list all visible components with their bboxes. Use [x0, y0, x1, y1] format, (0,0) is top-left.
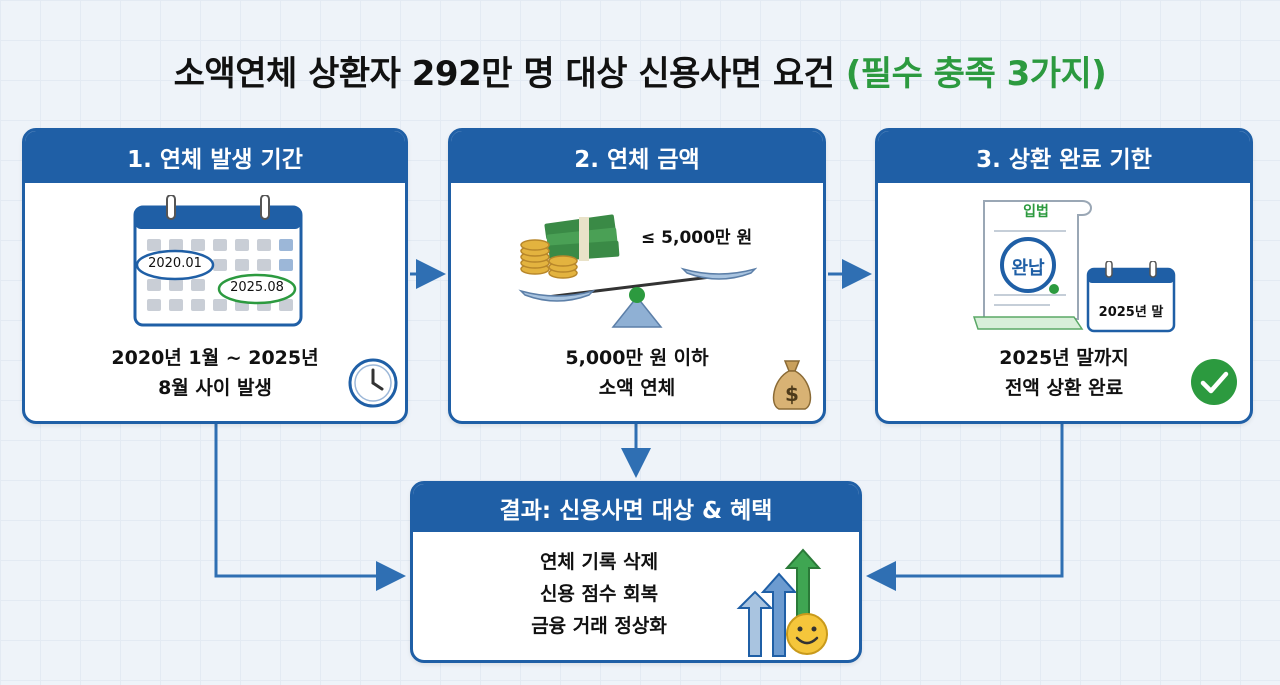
arrow-up-icon: [760, 572, 798, 657]
money-bag-icon: $: [772, 360, 812, 410]
desc-line: 전액 상환 완료: [1004, 377, 1124, 399]
coins-icon: [520, 239, 578, 279]
calendar-label-end: 2025.08: [230, 280, 284, 295]
title-accent: (필수 충족 3가지): [845, 54, 1107, 94]
desc-line: 2020년 1월 ~ 2025년: [111, 347, 319, 369]
benefit-list: 연체 기록 삭제 신용 점수 회복 금융 거래 정상화: [449, 546, 749, 642]
arrow-card1-to-result: [214, 424, 406, 591]
card-amount: 2. 연체 금액 ≤ 5,000만 원: [448, 128, 826, 424]
money-scale-icon: [518, 214, 757, 328]
card-header: 2. 연체 금액: [451, 131, 823, 183]
clock-icon: [348, 358, 398, 408]
calendar-label: 2025년 말: [1098, 305, 1164, 320]
desc-line: 2025년 말까지: [999, 347, 1129, 369]
calendar-small-icon: [1086, 261, 1176, 333]
card-header: 1. 연체 발생 기간: [25, 131, 405, 183]
calendar-label-start: 2020.01: [148, 256, 202, 271]
benefit-item: 신용 점수 회복: [539, 583, 659, 605]
growth-arrows-smiley-icon: [736, 548, 828, 657]
document-label: 입법: [1023, 204, 1049, 220]
checkmark-icon: [1191, 359, 1237, 405]
svg-text:$: $: [785, 382, 799, 406]
benefit-item: 연체 기록 삭제: [539, 551, 659, 573]
arrow-up-icon: [736, 590, 774, 657]
desc-line: 5,000만 원 이하: [565, 347, 709, 369]
desc-line: 소액 연체: [598, 377, 676, 399]
result-header: 결과: 신용사면 대상 & 혜택: [413, 484, 859, 532]
benefit-item: 금융 거래 정상화: [531, 615, 667, 637]
cash-stack-icon: [544, 214, 620, 262]
card-description: 2020년 1월 ~ 2025년 8월 사이 발생: [25, 343, 405, 403]
calendar-icon: [133, 195, 303, 327]
stamp-label: 완납: [1011, 258, 1045, 279]
arrow-card3-to-result: [866, 424, 1064, 591]
card-description: 2025년 말까지 전액 상환 완료: [878, 343, 1250, 403]
title-main: 소액연체 상환자 292만 명 대상 신용사면 요건: [173, 54, 835, 94]
scale-label: ≤ 5,000만 원: [641, 228, 753, 248]
card-deadline: 3. 상환 완료 기한 입법 완납 2025년 말 2025년 말까지 전액 상…: [875, 128, 1253, 424]
document-icon: [972, 200, 1092, 330]
desc-line: 8월 사이 발생: [158, 377, 272, 399]
card-result: 결과: 신용사면 대상 & 혜택 연체 기록 삭제 신용 점수 회복 금융 거래…: [410, 481, 862, 663]
balance-scale-icon: [518, 267, 757, 328]
card-period: 1. 연체 발생 기간 2020.01 2025.08 2020년 1월 ~ 2…: [22, 128, 408, 424]
card-header: 3. 상환 완료 기한: [878, 131, 1250, 183]
page-title: 소액연체 상환자 292만 명 대상 신용사면 요건 (필수 충족 3가지): [0, 46, 1280, 95]
card-description: 5,000만 원 이하 소액 연체: [451, 343, 823, 403]
smiley-icon: [786, 613, 828, 655]
